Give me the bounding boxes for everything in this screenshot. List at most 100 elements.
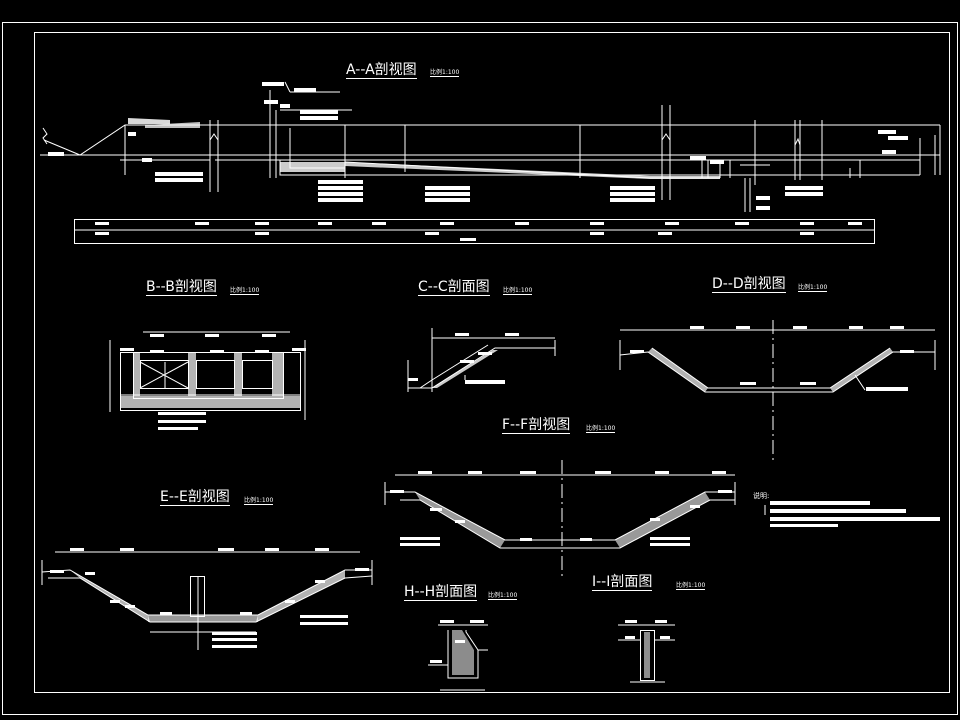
dimension-label-box xyxy=(882,150,896,154)
section-bb-title: B--B剖视图 xyxy=(146,279,217,296)
dimension-label-box xyxy=(318,222,332,225)
dimension-label-box xyxy=(800,382,816,385)
dimension-label-box xyxy=(120,548,134,551)
dimension-label-box xyxy=(150,334,164,337)
dimension-label-box xyxy=(590,232,604,235)
dimension-label-box xyxy=(800,222,814,225)
dimension-label-box xyxy=(50,570,64,573)
dimension-label-box xyxy=(255,232,269,235)
dimension-label-box xyxy=(318,192,363,196)
dimension-label-box xyxy=(736,326,750,329)
dimension-label-box xyxy=(690,156,706,160)
dimension-label-box xyxy=(440,222,454,225)
dimension-label-box xyxy=(625,620,637,623)
dimension-label-box xyxy=(515,222,529,225)
dimension-label-box xyxy=(650,518,660,521)
dimension-label-box xyxy=(690,326,704,329)
section-hh-hatching xyxy=(452,630,474,675)
dimension-label-box xyxy=(455,333,469,336)
dimension-label-box xyxy=(315,548,329,551)
dimension-label-box xyxy=(150,350,164,353)
section-cc-title: C--C剖面图 xyxy=(418,279,490,296)
dimension-label-box xyxy=(372,222,386,225)
dimension-label-box xyxy=(849,326,863,329)
section-ii-title: I--I剖面图 xyxy=(592,574,653,591)
dimension-label-box xyxy=(800,232,814,235)
dimension-label-box xyxy=(785,186,823,190)
dimension-label-box xyxy=(300,110,338,114)
section-cc-hatching xyxy=(432,350,505,388)
dimension-label-box xyxy=(468,471,482,474)
section-dd-scale: 比例1:100 xyxy=(798,284,828,292)
section-ff-drawing xyxy=(384,460,766,578)
dimension-label-box xyxy=(315,580,325,583)
section-ee-drawing xyxy=(41,551,373,650)
dimension-label-box xyxy=(455,520,465,523)
dimension-label-box xyxy=(848,222,862,225)
section-hh-drawing xyxy=(428,624,488,691)
section-dd-hatching xyxy=(648,348,908,392)
dimension-label-box xyxy=(255,350,269,353)
dimension-label-box xyxy=(70,548,84,551)
section-dd-title: D--D剖视图 xyxy=(712,276,786,293)
dimension-label-box xyxy=(580,538,592,541)
dimension-label-box xyxy=(655,620,667,623)
dimension-label-box xyxy=(520,471,536,474)
dimension-label-box xyxy=(128,132,136,136)
dimension-label-box xyxy=(262,334,276,337)
dimension-label-box xyxy=(292,348,306,351)
dimension-label-box xyxy=(630,350,644,353)
dimension-label-box xyxy=(205,334,219,337)
dimension-label-box xyxy=(425,198,470,202)
dimension-label-box xyxy=(262,82,284,86)
dimension-label-box xyxy=(740,382,756,385)
dimension-label-box xyxy=(710,160,724,164)
dimension-label-box xyxy=(455,640,465,643)
dimension-label-box xyxy=(418,471,432,474)
dimension-label-box xyxy=(280,104,290,108)
dimension-label-box xyxy=(240,612,252,615)
dimension-label-box xyxy=(318,198,363,202)
dimension-label-box xyxy=(110,600,120,603)
dimension-label-box xyxy=(95,232,109,235)
dimension-label-box xyxy=(793,326,807,329)
dimension-label-box xyxy=(712,471,726,474)
dimension-label-box xyxy=(430,508,442,511)
section-ee-scale: 比例1:100 xyxy=(244,497,274,505)
dimension-label-box xyxy=(218,548,234,551)
dimension-label-box xyxy=(285,600,295,603)
dimension-label-box xyxy=(460,360,474,363)
notes-heading: 说明: xyxy=(753,492,770,500)
dimension-label-box xyxy=(625,636,635,639)
dimension-label-box xyxy=(756,206,770,210)
dimension-label-box xyxy=(265,548,279,551)
section-cc-scale: 比例1:100 xyxy=(503,287,533,295)
dimension-label-box xyxy=(142,158,152,162)
section-hh-title: H--H剖面图 xyxy=(404,584,478,601)
dimension-label-box xyxy=(318,186,363,190)
section-hh-scale: 比例1:100 xyxy=(488,592,518,600)
dimension-label-box xyxy=(294,88,316,92)
dimension-label-box xyxy=(95,222,109,225)
section-bb-hatching xyxy=(120,352,300,430)
section-ii-drawing xyxy=(618,624,675,683)
section-ee-hatching xyxy=(70,570,348,648)
dimension-label-box xyxy=(505,333,519,336)
dimension-label-box xyxy=(160,612,172,615)
dimension-label-box xyxy=(690,505,700,508)
dimension-label-box xyxy=(390,490,404,493)
section-aa-scale: 比例1:100 xyxy=(430,69,460,77)
dimension-labels xyxy=(48,82,914,663)
dimension-label-box xyxy=(595,471,611,474)
dimension-label-box xyxy=(195,222,209,225)
dimension-label-box xyxy=(300,116,338,120)
dimension-label-box xyxy=(478,352,492,355)
dimension-label-box xyxy=(655,471,669,474)
dimension-label-box xyxy=(425,186,470,190)
section-aa-hatching xyxy=(128,118,720,179)
dimension-label-box xyxy=(85,572,95,575)
dimension-label-box xyxy=(430,660,442,663)
dimension-label-box xyxy=(785,192,823,196)
section-ii-hatching xyxy=(644,632,650,678)
dimension-label-box xyxy=(610,192,655,196)
